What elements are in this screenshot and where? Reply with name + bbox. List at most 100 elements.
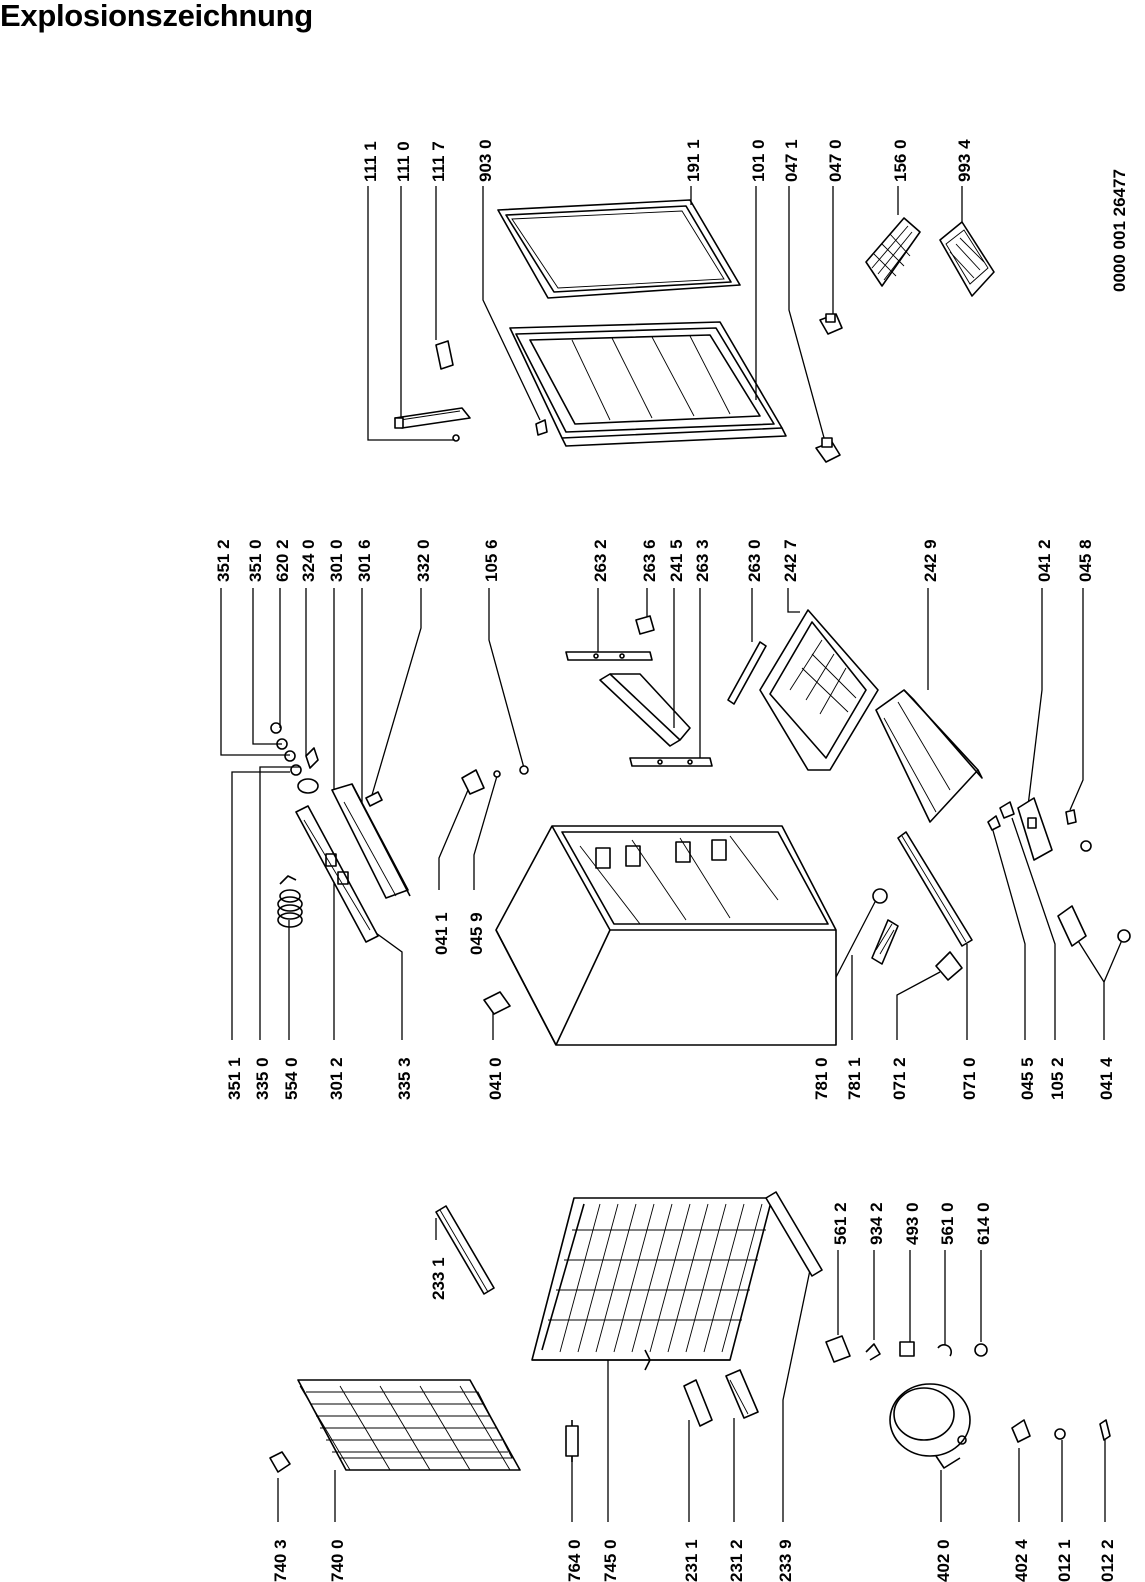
part-764-0-filter (565, 1420, 579, 1462)
label-332-0: 332 0 (414, 539, 433, 582)
part-012-1 (1054, 1428, 1066, 1440)
part-554-0-spring (277, 875, 303, 928)
label-324-0: 324 0 (299, 539, 318, 582)
part-071-0-plinth (897, 831, 973, 947)
document-code: 0000 001 26477 (1110, 169, 1129, 292)
label-041-0: 041 0 (486, 1057, 505, 1100)
label-745-0: 745 0 (601, 1539, 620, 1582)
middle-row-parts (270, 609, 1131, 1046)
part-111-0-handle (394, 407, 471, 429)
part-047-1-hinge (815, 437, 841, 463)
part-111-1-pin (452, 434, 460, 442)
label-903-0: 903 0 (476, 139, 495, 182)
part-105-2 (999, 801, 1015, 819)
label-071-2: 071 2 (890, 1057, 909, 1100)
part-614-0 (974, 1343, 988, 1357)
label-351-2: 351 2 (214, 539, 233, 582)
top-row-leaders (367, 186, 963, 446)
label-045-5: 045 5 (1018, 1057, 1037, 1100)
label-233-1: 233 1 (429, 1257, 448, 1300)
part-263-3-rail (629, 757, 713, 767)
label-263-3: 263 3 (693, 539, 712, 582)
top-row-parts (394, 199, 995, 463)
label-263-2: 263 2 (591, 539, 610, 582)
part-301-2-panel (295, 805, 379, 943)
part-242-9-drawer (875, 689, 983, 823)
part-111-7-bar (435, 340, 454, 370)
part-041-1-hinge (461, 769, 485, 795)
part-620-2 (270, 722, 282, 734)
label-071-0: 071 0 (960, 1057, 979, 1100)
label-934-2: 934 2 (867, 1202, 886, 1245)
part-047-0-hinge (819, 313, 843, 335)
top-row-labels: 111 1 111 0 111 7 903 0 191 1 101 0 047 … (361, 139, 1129, 292)
label-402-0: 402 0 (934, 1539, 953, 1582)
part-402-0-compressor (889, 1383, 971, 1469)
label-263-6: 263 6 (640, 539, 659, 582)
label-156-0: 156 0 (891, 139, 910, 182)
label-233-9: 233 9 (776, 1539, 795, 1582)
part-241-5-shelf (599, 673, 691, 747)
label-242-9: 242 9 (921, 539, 940, 582)
part-324-0 (305, 747, 319, 769)
label-764-0: 764 0 (565, 1539, 584, 1582)
part-263-0-bar (727, 641, 767, 705)
bottom-right-labels: 233 1 561 2 934 2 493 0 561 0 614 0 (429, 1202, 993, 1300)
part-740-3-cap (269, 1451, 291, 1473)
part-071-2-plate (935, 951, 963, 981)
part-191-1-gasket (497, 199, 741, 299)
part-781-1-grille (871, 919, 899, 965)
label-301-0: 301 0 (327, 539, 346, 582)
label-231-2: 231 2 (727, 1539, 746, 1582)
label-045-9: 045 9 (467, 912, 486, 955)
label-402-4: 402 4 (1012, 1539, 1031, 1582)
label-111-7: 111 7 (429, 141, 448, 182)
label-561-2: 561 2 (831, 1202, 850, 1245)
label-335-3: 335 3 (395, 1057, 414, 1100)
label-263-0: 263 0 (745, 539, 764, 582)
label-047-0: 047 0 (826, 139, 845, 182)
part-781-0-cap (872, 888, 888, 904)
part-231-2-plate (725, 1369, 759, 1419)
part-233-9-bar (765, 1191, 823, 1277)
label-047-1: 047 1 (782, 139, 801, 182)
middle-lower-labels: 351 1 335 0 554 0 301 2 335 3 041 0 041 … (225, 912, 1116, 1100)
bottom-row-labels: 740 3 740 0 764 0 745 0 231 1 231 2 233 … (271, 1539, 1117, 1582)
part-cabinet (495, 825, 837, 1046)
part-045-9-screw (493, 770, 501, 778)
label-993-4: 993 4 (955, 139, 974, 182)
part-233-1-bar (435, 1205, 495, 1295)
label-111-0: 111 0 (394, 141, 413, 182)
label-231-1: 231 1 (682, 1539, 701, 1582)
label-335-0: 335 0 (253, 1057, 272, 1100)
part-041-2-hinge (1017, 797, 1053, 861)
label-740-0: 740 0 (328, 1539, 347, 1582)
part-263-6-clip (635, 615, 655, 635)
part-993-4-box (939, 221, 995, 297)
label-351-1: 351 1 (225, 1057, 244, 1100)
part-903-0-clip (535, 419, 548, 436)
part-561-2 (825, 1335, 851, 1363)
label-012-2: 012 2 (1098, 1539, 1117, 1582)
part-156-0-ice-tray (865, 217, 921, 287)
label-191-1: 191 1 (684, 139, 703, 182)
label-111-1: 111 1 (361, 141, 380, 182)
part-045-5 (987, 815, 1001, 831)
label-105-6: 105 6 (482, 539, 501, 582)
label-041-4: 041 4 (1097, 1057, 1116, 1100)
label-614-0: 614 0 (974, 1202, 993, 1245)
part-740-0-condenser (297, 1379, 521, 1471)
label-493-0: 493 0 (903, 1202, 922, 1245)
part-351-1 (290, 764, 302, 776)
label-351-0: 351 0 (246, 539, 265, 582)
part-332-0 (365, 791, 383, 807)
part-242-7-drawer (759, 609, 879, 771)
part-934-2-cable (865, 1343, 881, 1361)
part-041-0-hinge (483, 991, 511, 1015)
part-301-0-housing (331, 783, 411, 899)
label-041-1: 041 1 (432, 912, 451, 955)
part-045-8-nut (1080, 840, 1092, 852)
part-561-0 (937, 1344, 953, 1357)
part-493-0 (899, 1341, 915, 1357)
